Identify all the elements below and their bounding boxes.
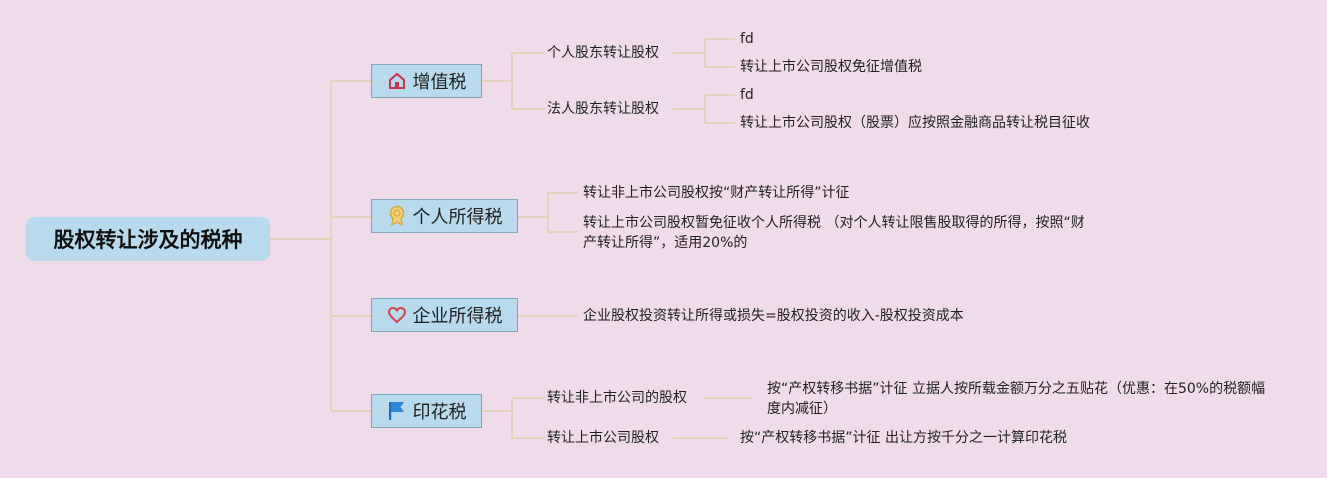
vat-individual-item-1[interactable]: fd xyxy=(740,31,754,47)
root-topic[interactable]: 股权转让涉及的税种 xyxy=(26,217,270,261)
stamp-branch-unlisted[interactable]: 转让非上市公司的股权 xyxy=(547,390,687,406)
vat-branch-individual[interactable]: 个人股东转让股权 xyxy=(547,45,659,61)
flag-icon xyxy=(387,400,407,422)
heart-icon xyxy=(387,305,407,325)
topic-vat-label: 增值税 xyxy=(412,72,467,93)
vat-individual-item-2[interactable]: 转让上市公司股权免征增值税 xyxy=(740,59,922,75)
pit-item-2[interactable]: 转让上市公司股权暂免征收个人所得税 （对个人转让限售股取得的所得，按照“财产转让… xyxy=(583,215,1085,251)
topic-personal-income-tax-label: 个人所得税 xyxy=(412,207,503,228)
medal-icon xyxy=(387,205,407,227)
cit-item-1[interactable]: 企业股权投资转让所得或损失=股权投资的收入-股权投资成本 xyxy=(583,308,964,324)
house-icon xyxy=(387,71,407,91)
vat-corporate-item-1[interactable]: fd xyxy=(740,87,754,103)
root-topic-label: 股权转让涉及的税种 xyxy=(53,228,243,252)
topic-stamp-duty[interactable]: 印花税 xyxy=(371,394,482,428)
stamp-unlisted-item-1[interactable]: 按“产权转移书据”计征 立据人按所载金额万分之五贴花（优惠：在50%的税额幅度内… xyxy=(767,381,1266,417)
vat-branch-corporate[interactable]: 法人股东转让股权 xyxy=(547,101,659,117)
topic-stamp-duty-label: 印花税 xyxy=(412,402,467,423)
topic-personal-income-tax[interactable]: 个人所得税 xyxy=(371,199,518,233)
stamp-branch-listed[interactable]: 转让上市公司股权 xyxy=(547,430,659,446)
topic-corporate-income-tax[interactable]: 企业所得税 xyxy=(371,298,518,332)
topic-corporate-income-tax-label: 企业所得税 xyxy=(412,306,503,327)
pit-item-1[interactable]: 转让非上市公司股权按“财产转让所得”计征 xyxy=(583,185,850,201)
stamp-listed-item-1[interactable]: 按“产权转移书据”计征 出让方按千分之一计算印花税 xyxy=(740,430,1067,446)
vat-corporate-item-2[interactable]: 转让上市公司股权（股票）应按照金融商品转让税目征收 xyxy=(740,115,1090,131)
topic-vat[interactable]: 增值税 xyxy=(371,64,482,98)
